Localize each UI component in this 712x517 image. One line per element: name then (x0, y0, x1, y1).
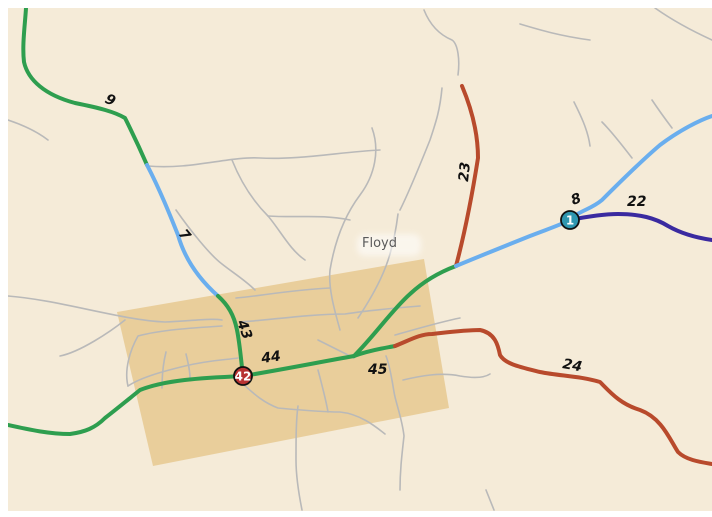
highways (8, 8, 712, 466)
route-43-line (216, 294, 245, 378)
segment-label-43: 43 (233, 317, 255, 342)
route-44-line (241, 354, 356, 378)
route-marker-42-label: 42 (235, 370, 252, 384)
map-canvas[interactable]: Floyd 9 7 43 44 45 23 8 22 24 1 42 (8, 8, 712, 511)
route-7-line (145, 163, 220, 298)
route-23-line (454, 84, 480, 268)
route-9-line (21, 8, 149, 167)
route-west-line (8, 374, 245, 436)
segment-label-23: 23 (456, 161, 474, 182)
land-background (8, 8, 712, 511)
segment-label-44: 44 (259, 348, 282, 367)
segment-label-24: 24 (561, 356, 583, 375)
town-name-label: Floyd (362, 236, 397, 251)
town-label-halo (357, 234, 421, 256)
route-24-line (393, 328, 712, 466)
route-22-line (568, 212, 712, 242)
route-ne-line (352, 264, 458, 358)
segment-label-45: 45 (367, 362, 388, 378)
route-marker-1-label: 1 (566, 214, 574, 228)
route-marker-42[interactable]: 42 (233, 366, 253, 386)
route-8-line (454, 114, 712, 268)
route-marker-1[interactable]: 1 (560, 210, 580, 230)
map-svg: Floyd 9 7 43 44 45 23 8 22 24 1 42 (8, 8, 712, 511)
segment-label-22: 22 (627, 194, 646, 210)
